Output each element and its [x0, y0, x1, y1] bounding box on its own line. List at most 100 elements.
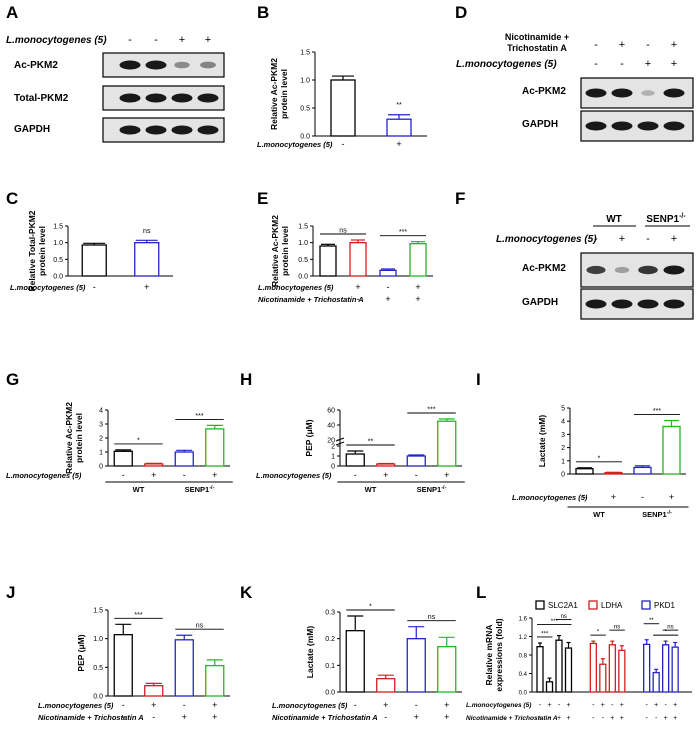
y-tick-label: 3 [561, 432, 565, 439]
blot-a-row-label: Total-PKM2 [14, 93, 69, 104]
bar [643, 643, 651, 693]
condition-sign: + [444, 712, 449, 722]
condition-sign: + [383, 470, 388, 480]
bar [564, 647, 573, 693]
condition-sign: - [327, 282, 330, 292]
blot-band [119, 60, 141, 70]
blot-band [637, 299, 659, 309]
bar [406, 638, 426, 693]
bar [319, 245, 337, 277]
blot-d-bands [580, 77, 694, 142]
condition-sign: - [354, 700, 357, 710]
y-tick-label: 0.0 [93, 694, 103, 701]
condition-sign: + [664, 715, 668, 722]
bar [437, 420, 457, 467]
condition-label: L.monocytogenes (5) [512, 493, 588, 502]
panel-label-c: C [6, 189, 18, 208]
panel-label-j: J [6, 583, 15, 602]
bar [662, 425, 681, 475]
condition-label: Nicotinamide + Trichostatin A [38, 713, 144, 722]
condition-label: L.monocytogenes (5) [466, 702, 531, 709]
panel-label-d: D [455, 3, 467, 22]
sig-label: ** [649, 618, 654, 624]
condition-label: Nicotinamide + Trichostatin A [258, 295, 364, 304]
blot-band [197, 93, 219, 103]
sig-label: ns [614, 625, 620, 631]
blot-d-cond1-sign: - [646, 39, 650, 51]
condition-sign: - [93, 282, 96, 292]
condition-sign: + [601, 702, 605, 709]
condition-sign: + [383, 700, 388, 710]
blot-band [171, 93, 193, 103]
condition-sign: - [539, 702, 542, 709]
bar [376, 463, 396, 467]
condition-sign: + [669, 492, 674, 502]
blot-band [145, 125, 167, 135]
blot-band [119, 125, 141, 135]
condition-sign: + [611, 492, 616, 502]
bar [662, 644, 670, 693]
condition-sign: - [387, 282, 390, 292]
y-tick-label: 0.4 [519, 672, 528, 678]
group-label: WT [365, 485, 377, 494]
y-axis-label: protein level [280, 226, 290, 276]
condition-sign: - [384, 712, 387, 722]
y-tick-label: 1 [99, 450, 103, 457]
y-tick-label: 1.2 [519, 635, 528, 641]
y-tick-label: 0.2 [325, 636, 335, 643]
y-tick-label: 0.0 [53, 274, 63, 281]
legend-label: LDHA [601, 601, 623, 610]
sig-label: * [369, 604, 372, 611]
condition-label: L.monocytogenes (5) [6, 471, 82, 480]
condition-sign: + [673, 702, 677, 709]
group-label: SENP1-/- [417, 485, 447, 494]
condition-sign: - [152, 712, 155, 722]
y-tick-label: 0.0 [300, 134, 310, 141]
axis-break [335, 441, 345, 446]
condition-sign: + [547, 702, 551, 709]
bar [608, 644, 616, 693]
blot-band [663, 265, 685, 275]
blot-band [637, 121, 659, 131]
condition-sign: - [539, 715, 542, 722]
bar [174, 451, 194, 467]
blot-d: Nicotinamide + Trichostatin A - + - + L.… [456, 32, 677, 130]
blot-d-cond1-sign: + [671, 39, 677, 51]
blot-band [586, 265, 606, 275]
sig-label: * [664, 630, 667, 636]
sig-label: ns [561, 614, 567, 620]
blot-band [641, 90, 655, 96]
y-tick-label: 0.5 [298, 257, 308, 264]
y-axis-label: Relative Total-PKM2 [27, 210, 37, 291]
group-superscript: -/- [441, 485, 446, 491]
bar [134, 242, 160, 277]
condition-sign: - [327, 294, 330, 304]
condition-sign: + [151, 700, 156, 710]
y-axis-label: protein level [74, 413, 84, 463]
legend-swatch [535, 600, 545, 610]
y-tick-label: 0.0 [519, 691, 528, 697]
blot-d-cond1-sign: + [619, 39, 625, 51]
blot-f-group-superscript: -/- [679, 213, 686, 220]
blot-band [585, 121, 607, 131]
blot-band [663, 299, 685, 309]
y-tick-label: 1.0 [93, 636, 103, 643]
blot-f-sign: + [671, 233, 677, 245]
blot-band [585, 299, 607, 309]
sig-label: *** [195, 413, 203, 420]
blot-band [638, 265, 658, 275]
condition-sign: + [444, 700, 449, 710]
bar [345, 630, 365, 693]
bar [652, 671, 660, 693]
condition-sign: + [212, 470, 217, 480]
blot-band [611, 299, 633, 309]
group-label: SENP1-/- [185, 485, 215, 494]
condition-sign: - [602, 715, 605, 722]
condition-sign: + [144, 282, 149, 292]
bar [575, 468, 594, 475]
condition-sign: + [151, 470, 156, 480]
condition-sign: - [645, 715, 648, 722]
bar [633, 466, 652, 475]
group-superscript: -/- [667, 510, 672, 516]
